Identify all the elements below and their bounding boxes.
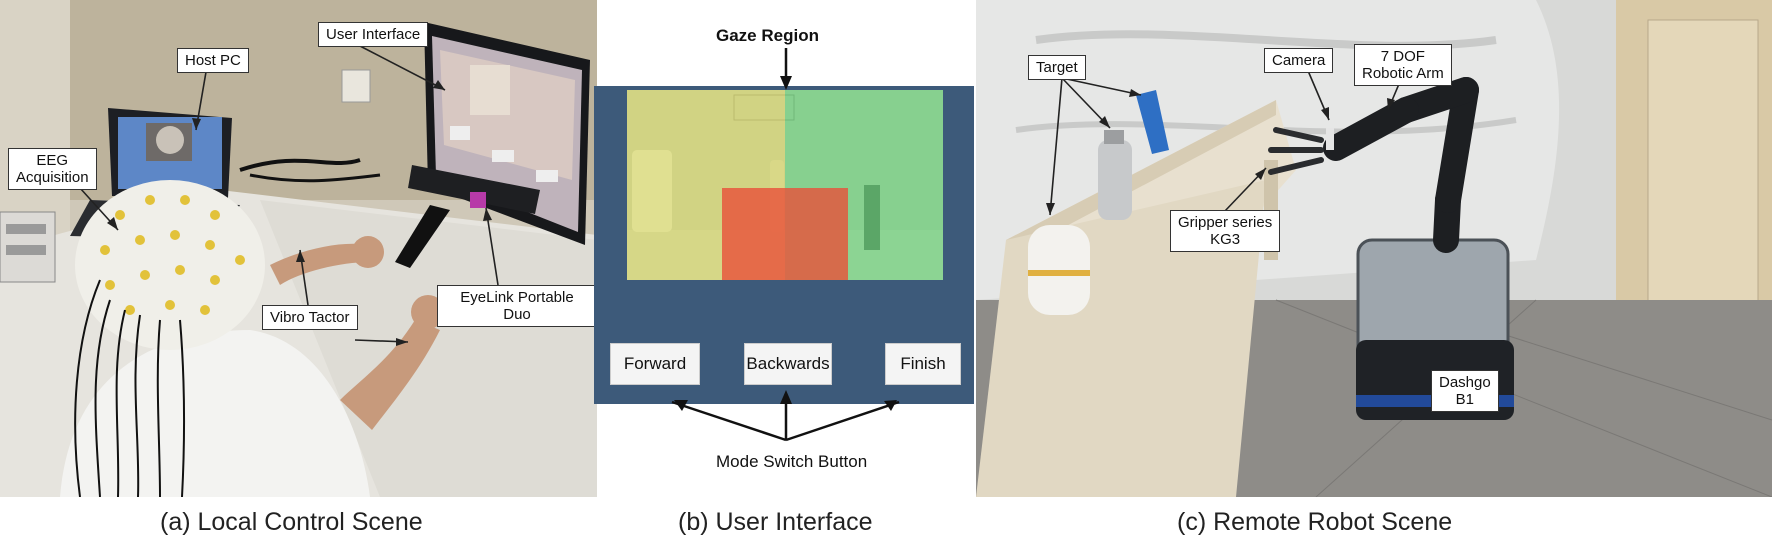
callout-vibro-tactor: Vibro Tactor (262, 305, 358, 330)
callout-gripper: Gripper series KG3 (1170, 210, 1281, 252)
forward-button[interactable]: Forward (610, 343, 700, 385)
panel-local-control: Host PC User Interface EEG Acquisition V… (0, 0, 597, 497)
callout-robotic-arm: 7 DOF Robotic Arm (1354, 44, 1452, 86)
callout-target: Target (1028, 55, 1086, 80)
finish-button[interactable]: Finish (885, 343, 961, 385)
callout-camera: Camera (1264, 48, 1334, 73)
remote-scene-photo (976, 0, 1772, 497)
caption-user-interface: (b) User Interface (678, 508, 873, 536)
callout-host-pc: Host PC (177, 48, 249, 73)
gaze-red-region (722, 188, 848, 280)
panel-remote-robot: Target Camera 7 DOF Robotic Arm Gripper … (976, 0, 1772, 497)
mode-switch-label: Mode Switch Button (716, 452, 868, 471)
caption-local-control: (a) Local Control Scene (160, 508, 423, 536)
caption-remote-robot: (c) Remote Robot Scene (1177, 508, 1453, 536)
backwards-button[interactable]: Backwards (744, 343, 832, 385)
panel-user-interface: Gaze Region Forward Backwards Finish Mod… (594, 0, 974, 497)
gaze-region-label: Gaze Region (716, 26, 819, 45)
callout-dashgo: Dashgo B1 (1431, 370, 1499, 412)
ui-diagram (594, 48, 974, 442)
callout-user-interface: User Interface (318, 22, 429, 47)
local-scene-photo (0, 0, 597, 497)
callout-eeg-acquisition: EEG Acquisition (8, 148, 97, 190)
callout-eyelink: EyeLink Portable Duo (437, 285, 597, 327)
